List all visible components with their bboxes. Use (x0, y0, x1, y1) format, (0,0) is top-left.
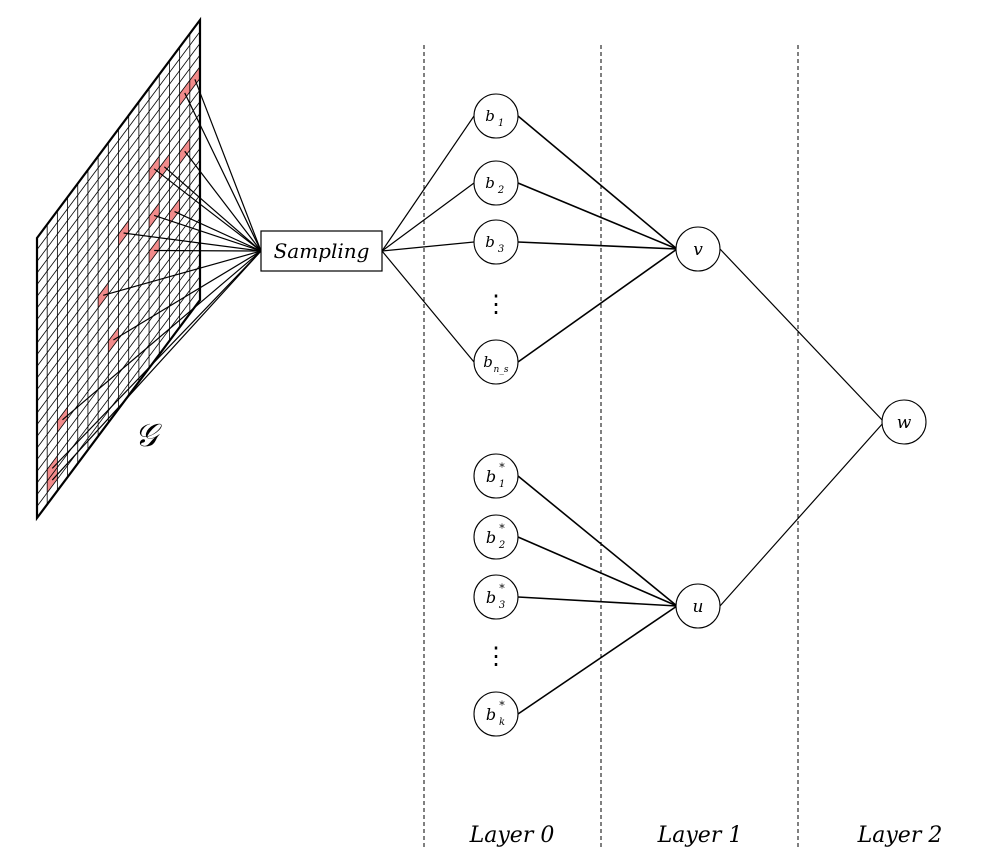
layer-label-1: Layer 1 (657, 823, 743, 848)
node-u-label: u (693, 597, 704, 617)
sampling-to-layer0-edges (381, 115, 475, 363)
layer0-bottom-to-u-edges (517, 475, 678, 715)
node-b3-base: b (485, 233, 495, 251)
node-v-label: v (693, 240, 703, 260)
ellipsis-bottom: ⋮ (484, 642, 508, 670)
node-b3-sub: 3 (498, 244, 504, 255)
grid-sampled-cell (108, 327, 119, 353)
grid-sample-edge (113, 250, 262, 341)
grid-row-line (36, 159, 201, 379)
grid-row-line (36, 264, 201, 484)
layer1-to-layer2-edges (719, 248, 885, 607)
grid-sampled-cell (149, 237, 160, 264)
grid-row-line (36, 183, 201, 402)
ellipsis-top: ⋮ (484, 290, 508, 318)
grid-sample-edge (123, 232, 262, 252)
grid-row-line (36, 124, 201, 344)
grid-row-line (36, 89, 201, 309)
grid (35, 16, 202, 522)
grid-row-line (36, 288, 201, 507)
node-b2: b 2 (473, 160, 519, 206)
layer-label-0: Layer 0 (469, 823, 555, 848)
grid-row-line (36, 229, 201, 449)
grid-row-line (36, 101, 201, 320)
node-b2-star-sub: 2 (498, 540, 505, 551)
grid-row-line (36, 206, 201, 425)
grid-sample-edge (163, 166, 262, 252)
layer-label-2: Layer 2 (857, 823, 943, 848)
node-b1-base: b (485, 107, 495, 125)
grid-sampled-cell (149, 202, 160, 229)
grid-border (35, 16, 202, 522)
node-b2-base: b (485, 174, 495, 192)
node-b1-star: b * 1 (473, 453, 519, 499)
grid-sample-edge (194, 79, 262, 252)
node-bk-star-base: b (486, 705, 496, 724)
node-bns: b n_s (473, 339, 519, 385)
grid-sampled-cell (159, 154, 170, 180)
grid-sample-edge (153, 168, 262, 252)
node-v: v (675, 226, 721, 272)
node-b1-star-sub: 1 (499, 479, 505, 490)
node-w-label: w (897, 413, 912, 433)
node-bns-base: b (483, 353, 493, 371)
grid-row-line (36, 66, 201, 285)
grid-row-line (36, 194, 201, 414)
grid-label: 𝒢 (135, 416, 163, 454)
node-b2-star-base: b (486, 528, 496, 547)
grid-sample-edge (62, 250, 262, 421)
node-bk-star: b * k (473, 691, 519, 737)
node-b2-sub: 2 (497, 185, 504, 196)
grid-sample-edge (184, 150, 262, 252)
grid-row-line (36, 78, 201, 297)
node-bk-star-sup: * (499, 699, 505, 712)
node-b3-star-sub: 3 (499, 600, 505, 611)
node-w: w (881, 399, 927, 445)
node-b3-star-base: b (486, 588, 496, 607)
grid-row-line (36, 148, 201, 367)
node-u: u (675, 583, 721, 629)
node-b3-star-sup: * (499, 582, 505, 595)
grid-row-line (36, 171, 201, 390)
grid-sample-edge (153, 214, 262, 252)
grid-row-line (36, 253, 201, 472)
sampling-box: Sampling (260, 230, 383, 272)
layer0-top-to-v-edges (517, 115, 678, 363)
grid-sample-edge (174, 211, 262, 252)
node-b3: b 3 (473, 219, 519, 265)
grid-row-line (36, 241, 201, 460)
grid-sample-edge (184, 92, 262, 252)
node-b2-star: b * 2 (473, 514, 519, 560)
grid-row-line (36, 136, 201, 355)
grid-sample-edge (51, 250, 262, 469)
node-b3-star: b * 3 (473, 574, 519, 620)
grid-row-line (36, 113, 201, 332)
node-b1: b 1 (473, 93, 519, 139)
grid-row-line (36, 218, 201, 437)
node-b2-star-sup: * (499, 522, 505, 535)
grid-sample-edge (103, 250, 262, 296)
node-bns-sub: n_s (494, 365, 509, 375)
grid-sample-edge (51, 250, 262, 481)
grid-row-line (36, 54, 201, 274)
grid-sample-edge (154, 249, 262, 252)
grid-row-line (36, 276, 201, 495)
node-b1-star-sup: * (499, 461, 505, 474)
node-b1-sub: 1 (498, 118, 504, 129)
grid-to-sampling-edges (51, 79, 262, 481)
node-bk-star-sub: k (499, 717, 505, 728)
grid-row-line (36, 31, 201, 250)
sampling-label: Sampling (274, 239, 370, 263)
grid-row-line (36, 43, 201, 262)
node-b1-star-base: b (486, 467, 496, 486)
